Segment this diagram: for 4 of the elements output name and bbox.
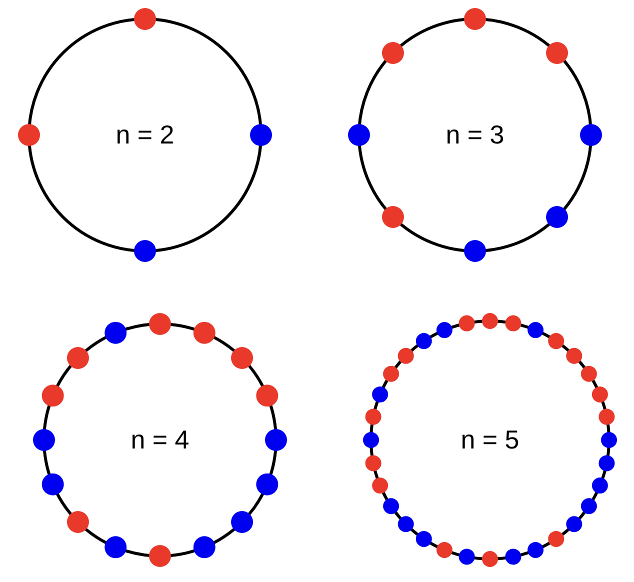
ring-label: n = 4 — [130, 424, 190, 456]
ring-label: n = 5 — [460, 424, 520, 456]
ring-label: n = 3 — [446, 120, 504, 150]
ring-label: n = 2 — [116, 120, 174, 150]
